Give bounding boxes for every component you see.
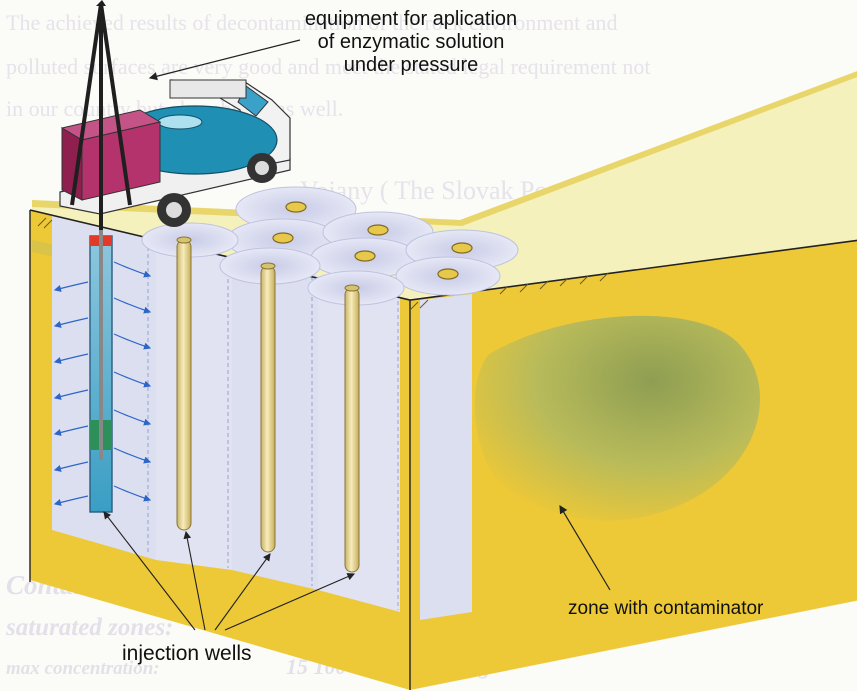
equipment-label-line-2: of enzymatic solution xyxy=(317,31,505,53)
contaminant-arrow xyxy=(559,504,611,591)
injection-wells-arrows xyxy=(103,511,356,631)
rig-top xyxy=(96,0,106,6)
cut-face-dashes xyxy=(147,240,399,610)
equipment-arrow xyxy=(148,39,301,81)
flow-arrows xyxy=(53,261,152,506)
cut-face-side xyxy=(420,294,472,620)
active-injection-well xyxy=(89,40,113,513)
injection-well-tubes xyxy=(176,236,360,573)
injection-wells-label: injection wells xyxy=(122,642,252,665)
drill-rig xyxy=(70,3,132,230)
equipment-label-line-1: equipment for aplication xyxy=(304,8,518,30)
equipment-label: equipment for aplication of enzymatic so… xyxy=(296,8,526,77)
equipment-label-line-3: under pressure xyxy=(343,54,479,76)
cut-face-2 xyxy=(156,240,232,570)
well-heads xyxy=(272,201,473,280)
contaminated-zone xyxy=(474,315,760,521)
contaminated-zone-label: zone with contaminator xyxy=(568,598,764,619)
soil-hatch xyxy=(37,217,609,311)
